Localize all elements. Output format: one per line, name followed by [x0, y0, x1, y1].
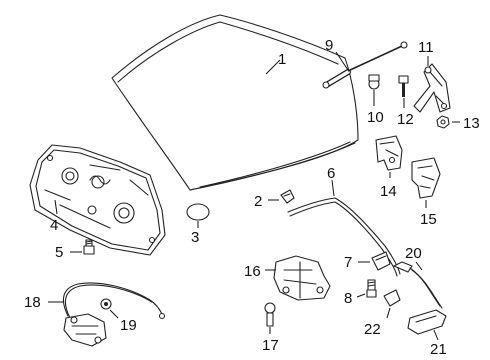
secondary-cable	[62, 282, 166, 320]
callout-5: 5	[55, 244, 63, 261]
hood-seal	[287, 197, 401, 277]
callout-14: 14	[380, 183, 397, 200]
release-handle	[407, 309, 447, 335]
callout-22: 22	[364, 321, 381, 338]
leader-9	[335, 51, 349, 71]
bolt-17	[264, 302, 276, 327]
hood-panel	[111, 14, 359, 191]
callout-1: 1	[278, 51, 286, 68]
callout-18: 18	[24, 294, 41, 311]
callout-13: 13	[463, 115, 480, 132]
callout-3: 3	[191, 229, 199, 246]
callout-10: 10	[367, 109, 384, 126]
lock-support	[375, 135, 403, 171]
callout-21: 21	[430, 341, 447, 358]
hood-lock	[273, 255, 331, 301]
callout-2: 2	[254, 193, 262, 210]
hood-strut	[322, 41, 408, 89]
callout-9: 9	[325, 37, 333, 54]
callout-7: 7	[344, 254, 352, 271]
leader-8	[356, 293, 366, 298]
bolt-12	[398, 75, 409, 97]
bolt-8	[366, 279, 377, 298]
leader-1	[265, 59, 281, 75]
bracket-7	[371, 251, 391, 271]
callout-8: 8	[344, 290, 352, 307]
callout-4: 4	[50, 217, 58, 234]
leader-19	[109, 309, 119, 319]
callout-19: 19	[120, 317, 137, 334]
hex-nut	[436, 115, 450, 129]
callout-11: 11	[418, 39, 434, 56]
hood-bumper	[280, 189, 295, 204]
callout-12: 12	[397, 111, 414, 128]
callout-17: 17	[262, 337, 279, 354]
leader-22	[386, 307, 391, 319]
bumper-clip	[368, 74, 380, 90]
release-cable	[393, 261, 443, 309]
callout-6: 6	[327, 165, 335, 182]
leader-21	[433, 329, 439, 341]
bolt-5	[83, 239, 95, 255]
hood-plug	[186, 203, 210, 221]
callout-20: 20	[405, 245, 422, 262]
hood-hinge	[413, 63, 451, 113]
lock-bracket	[411, 157, 441, 199]
leader-6	[331, 179, 335, 197]
hood-insulator	[29, 144, 166, 256]
callout-16: 16	[244, 263, 261, 280]
leader-20	[415, 261, 423, 271]
bolt-19	[100, 298, 112, 310]
callout-15: 15	[420, 211, 437, 228]
cable-clip	[383, 289, 401, 307]
secondary-latch	[63, 313, 107, 347]
leader-4	[54, 199, 58, 215]
